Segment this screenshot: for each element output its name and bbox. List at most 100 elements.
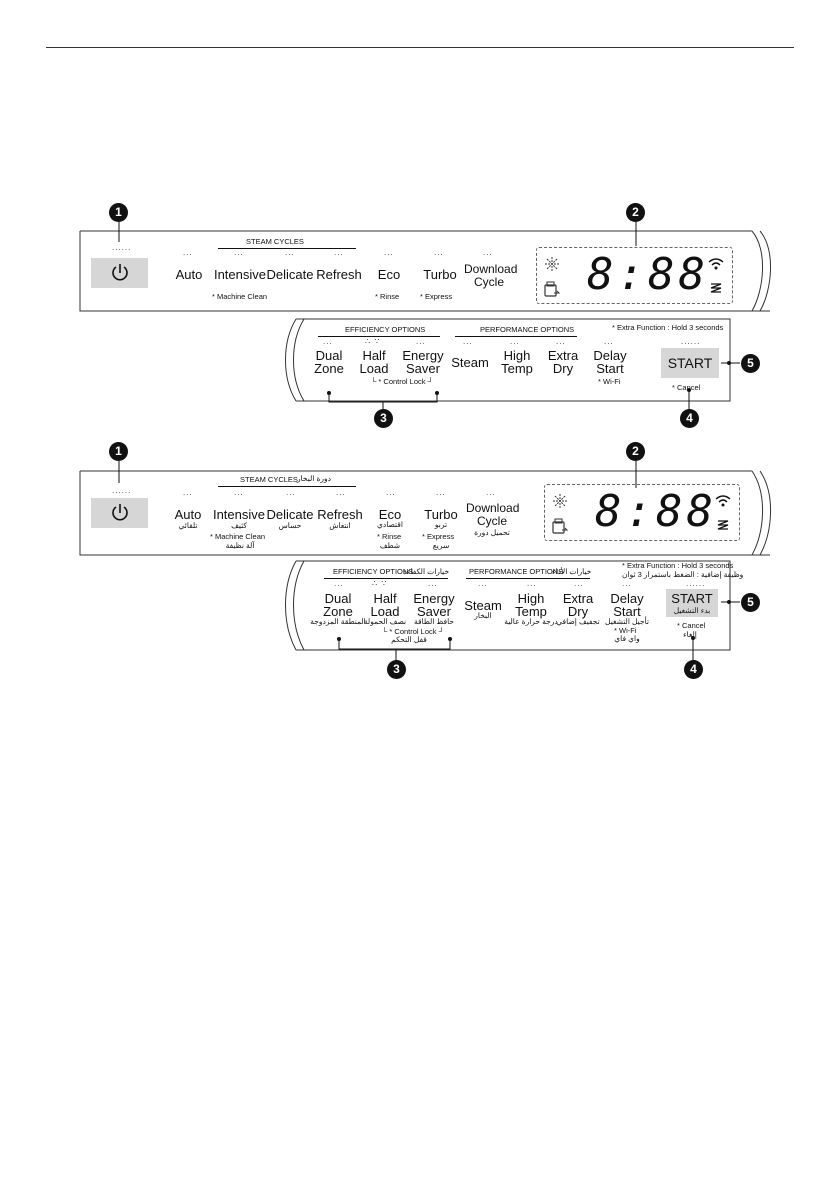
- panel-outline-bottom-ar: [285, 560, 731, 651]
- extra-indicator-ar: ...: [574, 579, 584, 588]
- cycle-download-line2[interactable]: Cycle: [473, 275, 504, 289]
- power-indicator: ......: [112, 243, 132, 252]
- machine-clean-note: * Machine Clean: [212, 292, 268, 301]
- wifi-note-ar: * Wi-Fi: [614, 626, 637, 635]
- cycle-refresh[interactable]: Refresh: [316, 267, 362, 282]
- cycle-auto-ar[interactable]: Auto: [174, 507, 202, 522]
- intensive-indicator-ar: ...: [234, 488, 244, 497]
- cycle-turbo[interactable]: Turbo: [423, 267, 457, 282]
- delicate-indicator-ar: ...: [286, 488, 296, 497]
- cycle-auto[interactable]: Auto: [175, 267, 203, 282]
- time-display: 8:88: [587, 249, 709, 300]
- rinse-aid-icon: [710, 283, 722, 293]
- machine-clean-note-ar: * Machine Clean: [210, 532, 266, 541]
- callout-2-leader: [635, 222, 637, 246]
- option-high-ar-l1[interactable]: High: [517, 591, 545, 606]
- cycle-delicate[interactable]: Delicate: [266, 267, 314, 282]
- callout-2-ar-leader: [635, 461, 637, 488]
- callout-3-bracket: [327, 361, 740, 411]
- option-steam-ar[interactable]: Steam: [464, 598, 502, 613]
- express-note-ar: * Express: [422, 532, 455, 541]
- option-half-arabic: نصف الحمولة: [363, 617, 407, 626]
- performance-heading-ar: PERFORMANCE OPTIONS: [469, 567, 564, 576]
- efficiency-heading-arabic: خيارات الكفاءة: [403, 567, 450, 576]
- option-steam[interactable]: Steam: [451, 355, 489, 370]
- efficiency-heading-ar: EFFICIENCY OPTIONS: [333, 567, 414, 576]
- callout-3-ar: 3: [387, 660, 406, 679]
- callout-1-leader: [118, 222, 120, 242]
- time-display-ar: 8:88: [595, 486, 717, 537]
- efficiency-heading: EFFICIENCY OPTIONS: [345, 325, 426, 334]
- option-dual-ar-l2[interactable]: Zone: [323, 604, 353, 619]
- cycle-intensive[interactable]: Intensive: [213, 267, 267, 282]
- option-dual-l1[interactable]: Dual: [315, 348, 343, 363]
- cycle-eco[interactable]: Eco: [377, 267, 401, 282]
- option-half-ar-l1[interactable]: Half: [373, 591, 397, 606]
- start-button-ar[interactable]: START بدء التشغيل: [666, 589, 718, 617]
- option-energy-l2[interactable]: Saver: [406, 361, 440, 376]
- cycle-download-ar-l2[interactable]: Cycle: [476, 514, 507, 528]
- option-energy-ar-l2[interactable]: Saver: [417, 604, 451, 619]
- power-icon: [112, 264, 128, 281]
- option-dual-l2[interactable]: Zone: [314, 361, 344, 376]
- option-high-l2[interactable]: Temp: [501, 361, 533, 376]
- turbo-indicator-ar: ...: [436, 488, 446, 497]
- option-extra-l2[interactable]: Dry: [552, 361, 574, 376]
- rinse-note-ar: * Rinse: [377, 532, 402, 541]
- power-indicator-ar: ......: [112, 486, 132, 495]
- callout-2-ar: 2: [626, 442, 645, 461]
- option-energy-l1[interactable]: Energy: [402, 348, 444, 363]
- option-energy-ar-l1[interactable]: Energy: [413, 591, 455, 606]
- option-delay-ar-l2[interactable]: Start: [613, 604, 641, 619]
- efficiency-rule-ar: [324, 578, 448, 579]
- callout-5: 5: [741, 354, 760, 373]
- option-half-l2[interactable]: Load: [359, 361, 389, 376]
- cycle-refresh-arabic: انتعاش: [329, 521, 351, 530]
- start-label: START: [667, 355, 713, 371]
- performance-heading: PERFORMANCE OPTIONS: [480, 325, 575, 334]
- start-button[interactable]: START: [661, 348, 719, 378]
- cancel-note-ar: * Cancel: [677, 621, 706, 630]
- steam-cycles-heading: STEAM CYCLES: [246, 237, 304, 246]
- cycle-intensive-ar[interactable]: Intensive: [212, 507, 266, 522]
- extra-function-note-ar: * Extra Function : Hold 3 seconds: [622, 561, 734, 570]
- cycle-refresh-ar[interactable]: Refresh: [317, 507, 363, 522]
- option-high-arabic: درجة حرارة عالية: [504, 617, 558, 626]
- eco-indicator: ...: [384, 248, 394, 257]
- option-delay-arabic: تأجيل التشغيل: [605, 617, 649, 626]
- option-extra-l1[interactable]: Extra: [547, 348, 579, 363]
- panel-outline-bottom: [285, 318, 731, 402]
- cycle-download-ar-l1[interactable]: Download: [466, 501, 520, 515]
- option-dual-ar-l1[interactable]: Dual: [324, 591, 352, 606]
- option-high-l1[interactable]: High: [503, 348, 531, 363]
- eco-indicator-ar: ...: [386, 488, 396, 497]
- option-extra-ar-l1[interactable]: Extra: [562, 591, 594, 606]
- option-delay-l2[interactable]: Start: [596, 361, 624, 376]
- refresh-indicator: ...: [334, 248, 344, 257]
- steam-indicator: ...: [463, 337, 473, 346]
- cycle-download-line1[interactable]: Download: [464, 262, 518, 276]
- cycle-turbo-ar[interactable]: Turbo: [424, 507, 458, 522]
- cycle-delicate-ar[interactable]: Delicate: [266, 507, 314, 522]
- option-extra-arabic: تجفيف إضافي: [556, 617, 600, 626]
- option-half-l1[interactable]: Half: [362, 348, 386, 363]
- power-button-ar[interactable]: [91, 498, 148, 528]
- option-extra-ar-l2[interactable]: Dry: [567, 604, 589, 619]
- power-button[interactable]: [91, 258, 148, 288]
- option-delay-ar-l1[interactable]: Delay: [610, 591, 644, 606]
- option-half-ar-l2[interactable]: Load: [370, 604, 400, 619]
- option-delay-l1[interactable]: Delay: [593, 348, 627, 363]
- option-high-ar-l2[interactable]: Temp: [515, 604, 547, 619]
- start-label-arabic: بدء التشغيل: [673, 606, 711, 615]
- high-indicator-ar: ...: [527, 579, 537, 588]
- rinse-aid-icon: [717, 520, 729, 530]
- cycle-eco-ar[interactable]: Eco: [378, 507, 402, 522]
- efficiency-rule: [318, 336, 440, 337]
- callout-4-ar: 4: [684, 660, 703, 679]
- turbo-indicator: ...: [434, 248, 444, 257]
- callout-4: 4: [680, 409, 699, 428]
- wifi-arabic: واي فاي: [614, 634, 640, 643]
- auto-indicator: ...: [183, 248, 193, 257]
- control-lock-note: └ * Control Lock ┘: [371, 377, 433, 386]
- cycle-turbo-arabic: تربو: [434, 520, 448, 529]
